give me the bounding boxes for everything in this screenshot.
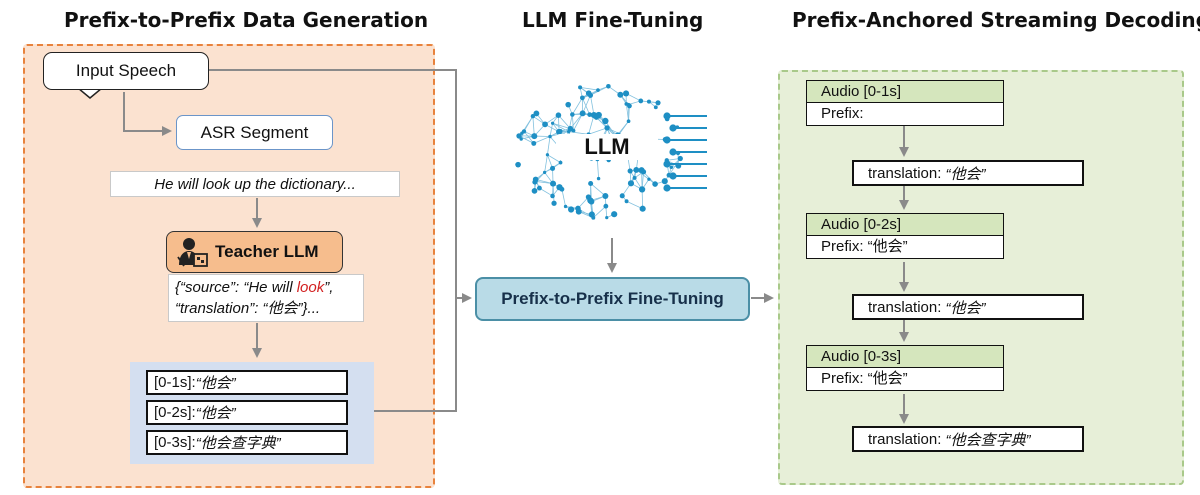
record-text: “他会”	[195, 405, 236, 422]
prefix-label: Prefix: “他会”	[821, 370, 908, 387]
teacher-llm-box: Teacher LLM	[166, 231, 343, 273]
record-text: “他会”	[195, 375, 236, 392]
arrow-records-to-finetune	[374, 298, 457, 412]
example-sentence: He will look up the dictionary...	[110, 171, 400, 197]
input-speech-box: Input Speech	[43, 52, 209, 90]
audio-window-label: Audio [0-1s]	[807, 81, 1003, 103]
json-source-suffix: ”,	[324, 279, 334, 296]
heading-llm-fine-tuning: LLM Fine-Tuning	[522, 8, 704, 32]
prefix-to-prefix-finetuning-box: Prefix-to-Prefix Fine-Tuning	[475, 277, 750, 321]
translation-text: “他会”	[945, 299, 986, 317]
prefix-label: Prefix:	[821, 105, 864, 122]
json-source-prefix: {“source”: “He will	[175, 279, 297, 296]
asr-segment-box: ASR Segment	[176, 115, 333, 150]
decoding-step-audio-card: Audio [0-3s] Prefix: “他会”	[806, 345, 1004, 391]
json-line-source: {“source”: “He will look”,	[175, 277, 333, 298]
json-highlight-word: look	[296, 279, 325, 296]
llm-label: LLM	[556, 134, 658, 160]
translation-output: translation: “他会”	[852, 160, 1084, 186]
json-line-translation: “translation”: “他会”}...	[175, 300, 321, 317]
prefix-record: [0-1s]: “他会”	[146, 370, 348, 395]
translation-text: “他会查字典”	[945, 431, 1031, 449]
teacher-output-json: {“source”: “He will look”, “translation”…	[168, 274, 364, 322]
record-range: [0-1s]:	[154, 374, 196, 391]
translation-text: “他会”	[945, 165, 986, 183]
prefix-record: [0-2s]: “他会”	[146, 400, 348, 425]
arrow-speech-to-asr	[123, 92, 172, 136]
decoding-step-audio-card: Audio [0-2s] Prefix: “他会”	[806, 213, 1004, 259]
streaming-decoding-panel	[778, 70, 1184, 485]
arrow-speech-to-finetune	[209, 69, 472, 303]
translation-label: translation:	[868, 430, 942, 448]
heading-streaming-decoding: Prefix-Anchored Streaming Decoding	[792, 8, 1200, 32]
neural-network-icon	[515, 83, 707, 220]
record-range: [0-2s]:	[154, 404, 196, 421]
audio-window-label: Audio [0-3s]	[807, 346, 1003, 368]
audio-window-label: Audio [0-2s]	[807, 214, 1003, 236]
prefix-record: [0-3s]: “他会查字典”	[146, 430, 348, 455]
decoding-step-audio-card: Audio [0-1s] Prefix:	[806, 80, 1004, 126]
translation-output: translation: “他会”	[852, 294, 1084, 320]
record-range: [0-3s]:	[154, 434, 196, 451]
translation-label: translation:	[868, 164, 942, 182]
translation-label: translation:	[868, 298, 942, 316]
record-text: “他会查字典”	[195, 435, 281, 452]
teacher-icon	[175, 235, 209, 269]
prefix-label: Prefix: “他会”	[821, 238, 908, 255]
translation-output: translation: “他会查字典”	[852, 426, 1084, 452]
heading-data-generation: Prefix-to-Prefix Data Generation	[64, 8, 429, 32]
speech-bubble-tail	[77, 88, 103, 99]
teacher-llm-label: Teacher LLM	[215, 242, 319, 261]
